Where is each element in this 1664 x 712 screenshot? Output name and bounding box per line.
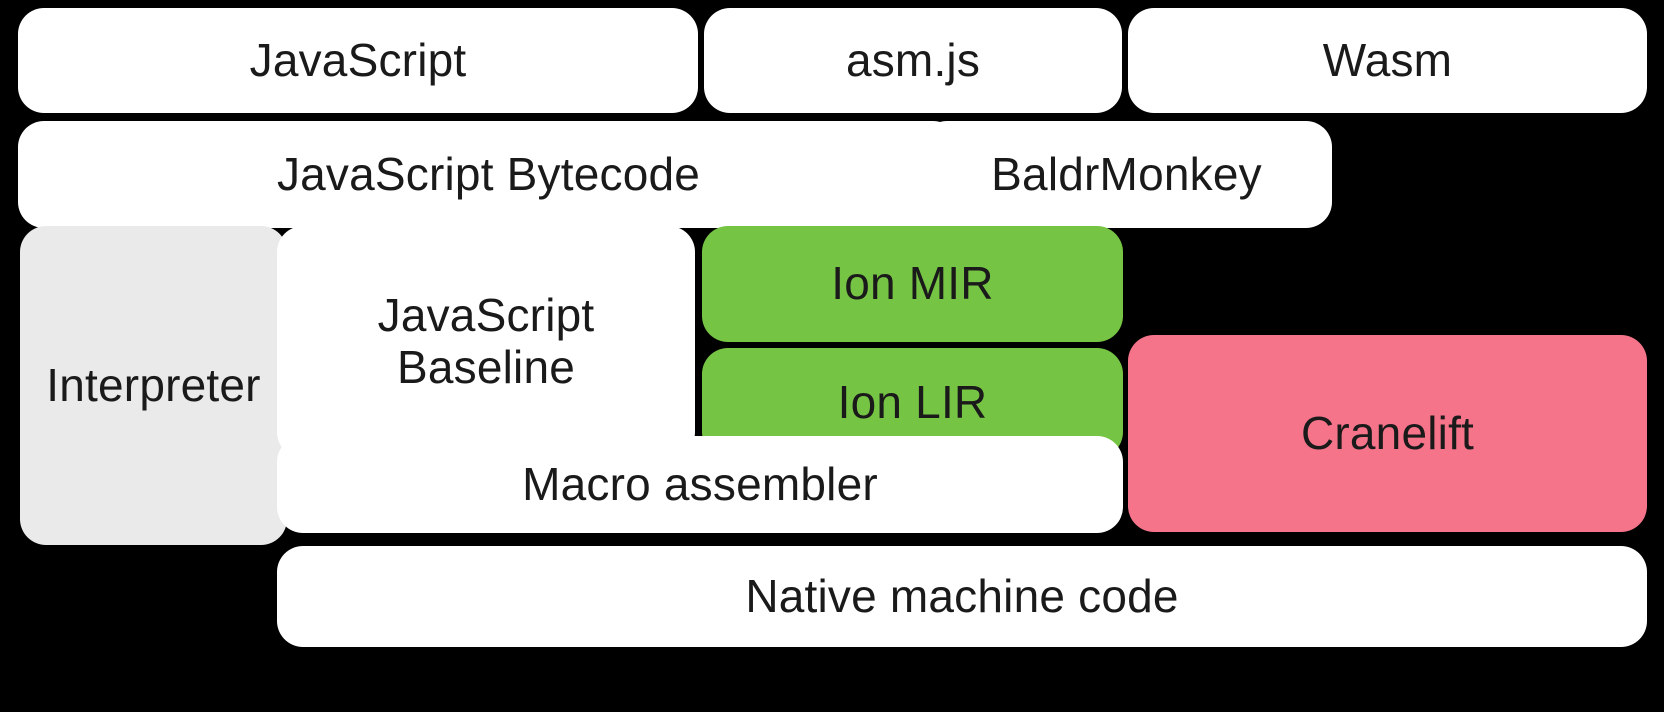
node-label: Wasm xyxy=(1322,33,1453,86)
node-wasm[interactable]: Wasm xyxy=(1128,8,1647,113)
node-javascript-baseline[interactable]: JavaScript Baseline xyxy=(277,226,695,458)
node-label: BaldrMonkey xyxy=(991,147,1262,200)
node-javascript-bytecode[interactable]: JavaScript Bytecode xyxy=(18,121,959,228)
node-baldrmonkey[interactable]: BaldrMonkey xyxy=(921,121,1332,228)
node-javascript[interactable]: JavaScript xyxy=(18,8,698,113)
node-label: asm.js xyxy=(845,33,981,86)
node-label: Ion MIR xyxy=(831,257,994,310)
node-label: JavaScript xyxy=(249,33,467,86)
node-asm-js[interactable]: asm.js xyxy=(704,8,1122,113)
node-interpreter[interactable]: Interpreter xyxy=(20,226,287,545)
node-ion-mir[interactable]: Ion MIR xyxy=(702,226,1123,342)
node-label: JavaScript Baseline xyxy=(377,289,595,393)
node-label: Interpreter xyxy=(46,358,261,411)
node-label: Native machine code xyxy=(745,569,1179,622)
node-label: Macro assembler xyxy=(522,457,878,510)
node-macro-assembler[interactable]: Macro assembler xyxy=(277,436,1123,533)
node-native-machine-code[interactable]: Native machine code xyxy=(277,546,1647,647)
node-label: Ion LIR xyxy=(837,376,988,429)
node-label: Cranelift xyxy=(1300,406,1475,459)
node-cranelift[interactable]: Cranelift xyxy=(1128,335,1647,532)
node-label: JavaScript Bytecode xyxy=(276,147,701,200)
